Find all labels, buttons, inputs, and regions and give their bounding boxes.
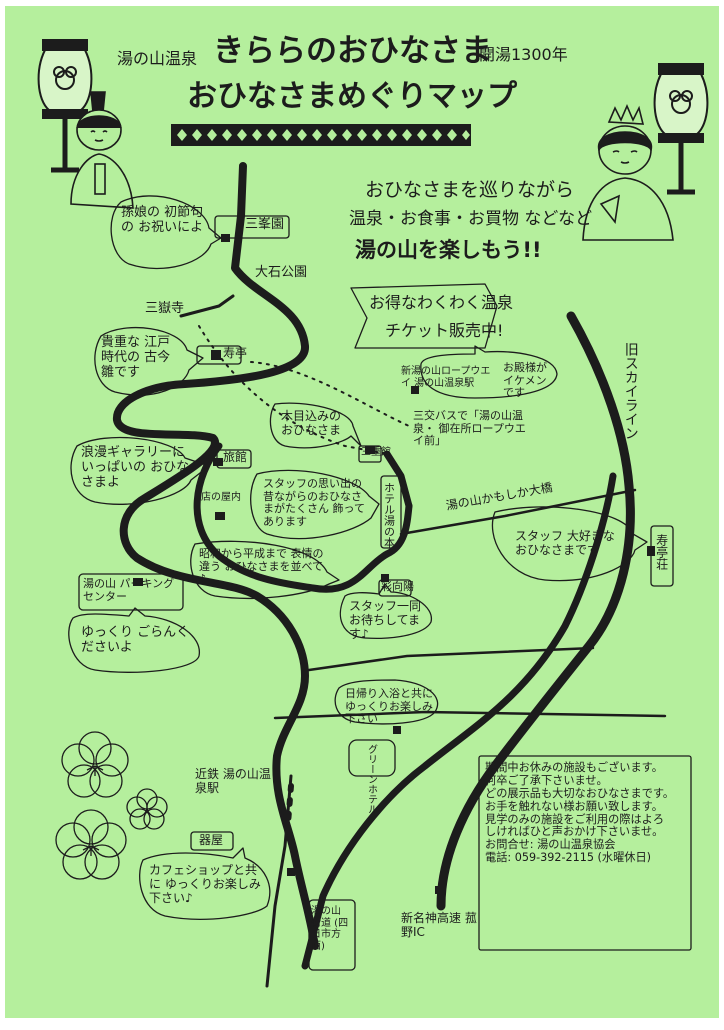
- notice-line-6: しければひと声おかけ下さいませ。: [485, 825, 664, 839]
- place-kotobuki-so: 寿亭荘: [654, 534, 669, 570]
- secondary-road: [193, 442, 413, 593]
- lantern-icon: [653, 63, 709, 195]
- place-parking: 湯の山 パーキングセンター: [83, 577, 175, 603]
- bubble-day-bath: 日帰り入浴と共に ゆっくりお楽しみ下さい: [345, 687, 433, 726]
- walking-path: [198, 325, 388, 455]
- place-hotel-yunomoto: ホテル湯の本: [382, 482, 396, 548]
- hina-doll-tour-map: 湯の山温泉 きららのおひなさま 開湯1300年 おひなさまめぐりマップ おひなさ…: [5, 6, 719, 1018]
- bubble-cherish: スタッフ 大好きな おひなさまです: [515, 529, 615, 557]
- place-ropeway: 新湯の山ロープウエイ 湯の山温泉駅: [401, 366, 491, 389]
- place-hikoju: 彩向陽: [381, 580, 414, 593]
- bubble-outlines: [68, 195, 648, 920]
- railway-line: [265, 774, 293, 988]
- road-sansoji: [179, 294, 235, 318]
- phone-note: (水曜休日): [597, 851, 652, 865]
- place-maruyama: 三重館: [361, 447, 391, 458]
- place-green-hotel: グリーンホテル: [365, 744, 377, 814]
- intro-line-3: 湯の山を楽しもう!!: [355, 238, 542, 262]
- notice-box: 期間中お休みの施設もございます。 何卒ご了承下さいませ。 どの展示品も大切なおひ…: [485, 761, 689, 865]
- road-cross-2: [273, 710, 667, 720]
- place-terrace: 寿亭: [223, 346, 248, 360]
- notice-line-4: お手を触れない様お願い致します。: [485, 799, 663, 813]
- contact-label: お問合せ:: [485, 838, 534, 852]
- anniversary-label: 開湯1300年: [479, 45, 568, 64]
- place-kintetsu-station: 近鉄 湯の山温泉駅: [195, 767, 271, 795]
- contact-name: 湯の山温泉協会: [537, 838, 616, 852]
- ticket-line-2: チケット販売中!: [385, 321, 504, 340]
- bubble-edo-dolls: 貴重な 江戸時代の 古今雛です: [101, 335, 171, 380]
- walking-path-2: [250, 361, 410, 427]
- bubble-staff-waiting: スタッフ一同 お待ちしてます♪: [349, 599, 422, 641]
- intro-line-1: おひなさまを巡りながら: [365, 179, 575, 201]
- place-sansoji: 三嶽寺: [145, 301, 185, 316]
- road-cross-1: [307, 646, 595, 672]
- place-kaikan: 旅館: [223, 450, 248, 464]
- hina-empress-icon: [582, 103, 674, 241]
- main-road: [113, 162, 319, 950]
- contact-row: お問合せ: 湯の山温泉協会: [485, 838, 689, 852]
- place-sansuien: 三峯園: [245, 217, 285, 232]
- box-outlines: [78, 215, 692, 971]
- notice-line-5: 見学のみの施設をご利用の際はよろ: [485, 812, 665, 826]
- road-to-hotel: [383, 450, 413, 510]
- bubble-gallery: 浪漫ギャラリーに いっぱいの おひなさまよ: [81, 445, 190, 490]
- lantern-icon: [37, 39, 93, 173]
- page-subtitle: おひなさまめぐりマップ: [187, 79, 517, 114]
- title-band: [171, 124, 471, 146]
- place-shop-inside: 店の屋内: [201, 492, 241, 503]
- place-mie-road: 湯の山 街道 (四日市方面): [311, 906, 349, 952]
- place-expressway: 新名神高速 菰野IC: [401, 911, 477, 939]
- phone-label: 電話:: [485, 851, 512, 865]
- kamoshika-bridge-road: [399, 488, 637, 536]
- plum-blossom-icon: [55, 731, 168, 880]
- ticket-line-1: お得なわくわく温泉: [369, 293, 514, 312]
- bubble-packed-dolls: 木目込みの おひなさま: [281, 409, 342, 437]
- bubble-girls-festival: 孫娘の 初節句の お祝いによ: [121, 205, 204, 235]
- bubble-ropeway-access: 三交バスで「湯の山温泉・ 御在所ロープウエイ前」: [413, 409, 526, 448]
- railway-ties: [284, 783, 294, 839]
- bubble-cafe: カフェショップと共に ゆっくりお楽しみ 下さい♪: [149, 863, 261, 905]
- place-kitchen: 器屋: [199, 833, 224, 847]
- notice-line-2: 何卒ご了承下さいませ。: [485, 773, 608, 787]
- place-oishi-park: 大石公園: [255, 265, 308, 280]
- intro-line-2: 温泉・お食事・お買物 などなど: [349, 209, 593, 229]
- onsen-name: 湯の山温泉: [117, 49, 198, 68]
- notice-line-1: 期間中お休みの施設もございます。: [485, 761, 663, 774]
- bubble-enjoy-slowly: ゆっくり ごらんくださいよ: [81, 625, 190, 655]
- notice-line-3: どの展示品も大切なおひなさまです。: [485, 786, 675, 800]
- hina-emperor-icon: [70, 91, 134, 209]
- bubble-showa-dolls: 昭和から平成まで 表情の違う おひなさまを並べて♪: [199, 547, 324, 586]
- old-skyline-label: 旧スカイライン: [622, 342, 639, 440]
- phone-number[interactable]: 059-392-2115: [514, 851, 594, 865]
- page-title: きららのおひなさま: [213, 33, 492, 69]
- bubble-staff-memories: スタッフの思い出の 昔ながらのおひなさまがたくさん 飾ってあります: [263, 477, 365, 528]
- map-drawing: [68, 124, 692, 988]
- bubble-ropeway-staff: お殿様が イケメンです: [503, 361, 547, 400]
- old-skyline-road: [436, 311, 635, 911]
- phone-row: 電話: 059-392-2115 (水曜休日): [485, 851, 689, 865]
- diagonal-road: [301, 472, 617, 970]
